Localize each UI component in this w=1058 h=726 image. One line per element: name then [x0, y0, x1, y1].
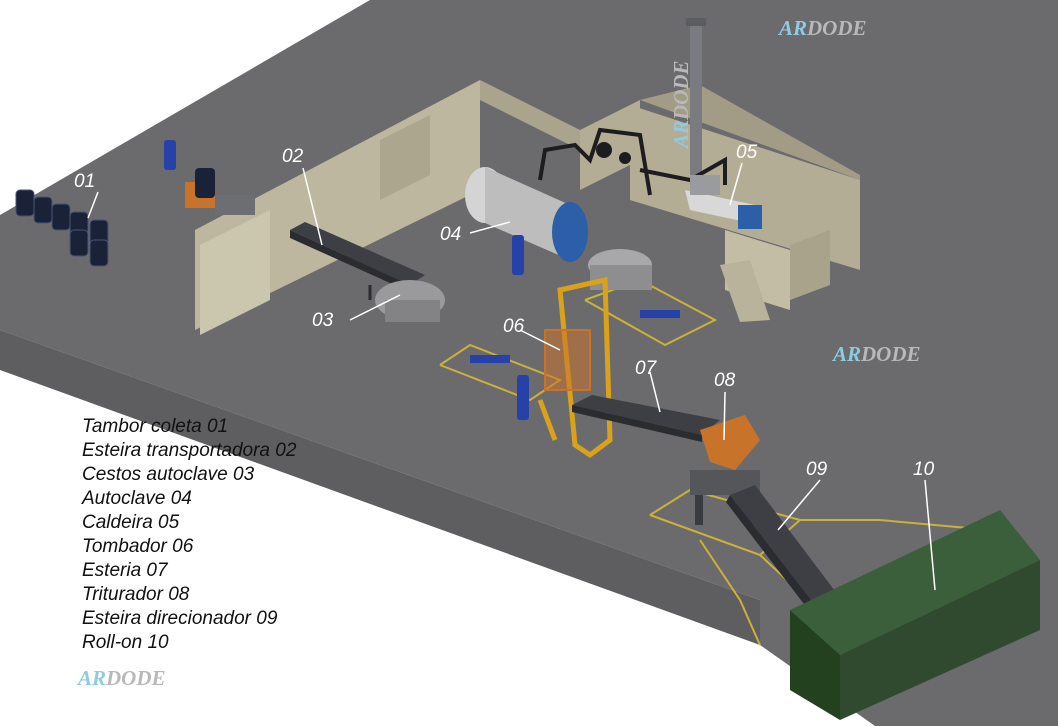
legend-item-07: Esteria 07 [82, 560, 168, 581]
autoclave-04 [465, 167, 588, 262]
legend-item-01: Tambor coleta 01 [82, 416, 229, 437]
workers [164, 140, 529, 420]
callout-02: 02 [282, 146, 304, 167]
legend-item-10: Roll-on 10 [82, 632, 169, 653]
legend-item-05: Caldeira 05 [82, 512, 180, 533]
steam-piping [538, 127, 727, 196]
autoclave-basket-trolley [588, 249, 652, 290]
pallet-trucks [470, 310, 680, 363]
callout-10: 10 [913, 459, 935, 480]
watermark-suffix: DODE [105, 666, 166, 690]
watermark-bottom-left: ARDODE [76, 666, 166, 690]
watermark-suffix: DODE [806, 16, 867, 40]
watermark-suffix: DODE [669, 60, 693, 121]
callout-01: 01 [74, 171, 95, 192]
legend-item-04: Autoclave 04 [82, 488, 192, 509]
callout-03: 03 [312, 310, 334, 331]
callout-leaders [87, 162, 936, 591]
legend-item-08: Triturador 08 [82, 584, 190, 605]
floor-slab-front-edge [0, 330, 760, 645]
equipment-legend: Tambor coleta 01 Esteira transportadora … [82, 415, 296, 655]
boiler-caldeira [685, 175, 762, 229]
conveyor-09 [726, 485, 838, 612]
watermark-prefix: AR [76, 666, 106, 690]
watermark-middle-right: ARDODE [831, 342, 921, 366]
legend-item-09: Esteira direcionador 09 [82, 608, 278, 629]
callout-07: 07 [635, 358, 658, 379]
roll-on-container-10 [790, 510, 1040, 720]
watermark-prefix: AR [777, 16, 807, 40]
callout-08: 08 [714, 370, 736, 391]
collection-drums [15, 189, 109, 267]
conveyor-02 [290, 222, 425, 300]
conveyor-07 [572, 395, 720, 442]
floor-guide-lines [439, 278, 991, 646]
watermark-suffix: DODE [860, 342, 921, 366]
boiler-chimney [686, 18, 706, 192]
watermarks: ARDODE ARDODE ARDODE ARDODE [76, 16, 921, 690]
callout-09: 09 [806, 459, 828, 480]
legend-item-03: Cestos autoclave 03 [82, 464, 255, 485]
callout-06: 06 [503, 316, 525, 337]
watermark-vertical: ARDODE [669, 60, 693, 150]
callout-05: 05 [736, 142, 758, 163]
tipper-06 [537, 276, 613, 459]
legend-item-06: Tombador 06 [82, 536, 194, 557]
watermark-prefix: AR [669, 120, 693, 150]
callout-labels: 01 02 03 04 05 06 07 08 09 10 [74, 142, 935, 480]
building-walls [195, 80, 860, 335]
watermark-top-right: ARDODE [777, 16, 867, 40]
legend-item-02: Esteira transportadora 02 [82, 440, 297, 461]
watermark-prefix: AR [831, 342, 861, 366]
worker-drum-cart [185, 168, 255, 215]
callout-04: 04 [440, 224, 461, 245]
autoclave-baskets-03 [375, 280, 445, 322]
